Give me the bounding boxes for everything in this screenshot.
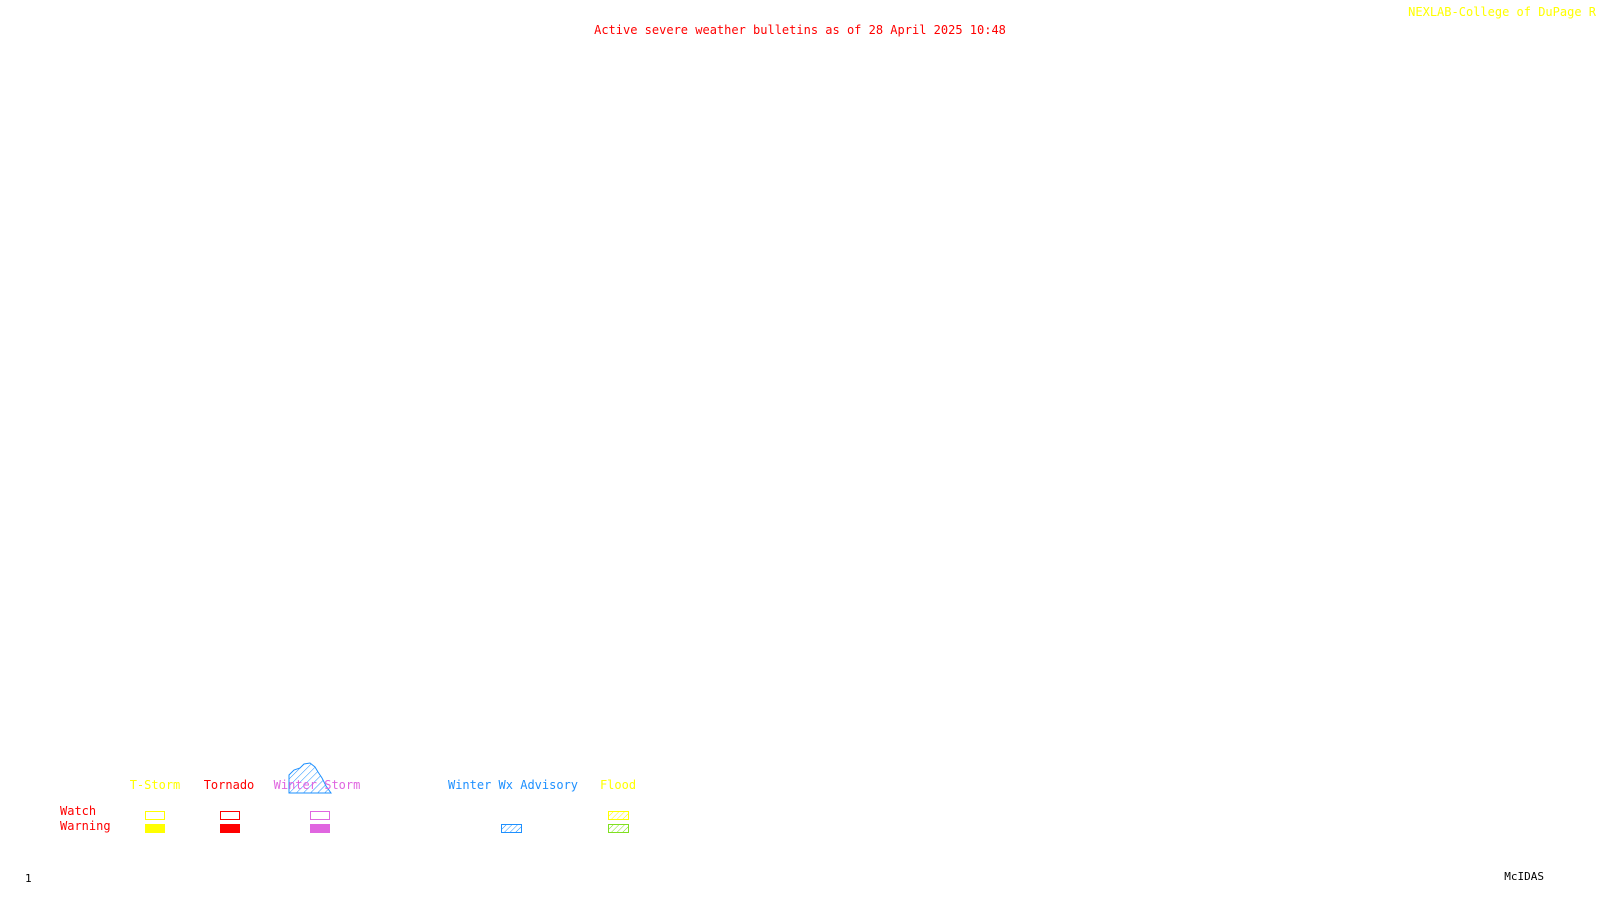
legend-tornado-label: Tornado bbox=[203, 778, 255, 792]
frame-number: 1 bbox=[25, 872, 32, 885]
winter-storm-warning-swatch bbox=[310, 824, 330, 833]
tstorm-warning-swatch bbox=[145, 824, 165, 833]
legend-flood-label: Flood bbox=[599, 778, 637, 792]
legend-watch-label: Watch bbox=[60, 804, 97, 818]
tornado-warning-swatch bbox=[220, 824, 240, 833]
credit-label: NEXLAB-College of DuPage R bbox=[1408, 5, 1596, 19]
legend-winter-wx-advisory-label: Winter Wx Advisory bbox=[447, 778, 579, 792]
tstorm-watch-swatch bbox=[145, 811, 165, 820]
flood-watch-swatch bbox=[608, 811, 629, 820]
legend-winter-storm-label: Winter Storm bbox=[273, 778, 361, 792]
flood-warning-swatch bbox=[608, 824, 629, 833]
software-label: McIDAS bbox=[1504, 870, 1544, 883]
winter-storm-watch-swatch bbox=[310, 811, 330, 820]
tornado-watch-swatch bbox=[220, 811, 240, 820]
winter-wx-advisory-area[interactable] bbox=[288, 762, 332, 794]
bulletin-title: Active severe weather bulletins as of 28… bbox=[594, 23, 1006, 37]
legend-warning-label: Warning bbox=[60, 819, 111, 833]
legend-tstorm-label: T-Storm bbox=[129, 778, 181, 792]
winter-wx-advisory-swatch bbox=[501, 824, 522, 833]
